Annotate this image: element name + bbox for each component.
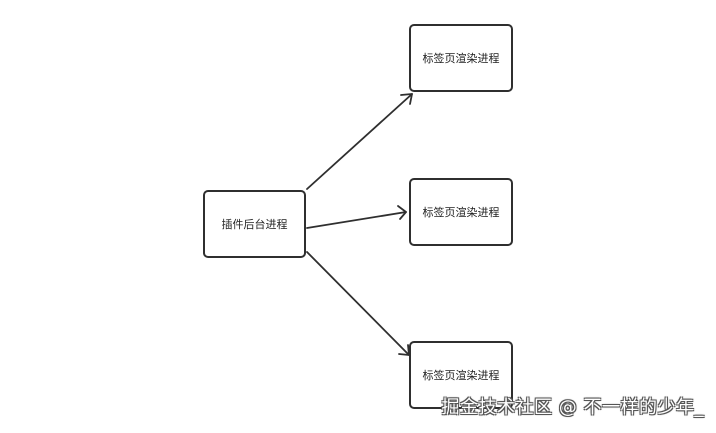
arrow-to-tab-1	[306, 93, 413, 190]
tab-render-process-node-1: 标签页渲染进程	[409, 24, 513, 92]
arrowhead-tab-2	[397, 205, 407, 220]
tab-render-process-node-3: 标签页渲染进程	[409, 341, 513, 409]
arrow-to-tab-2	[306, 211, 407, 229]
node-label: 插件后台进程	[221, 218, 288, 231]
node-label: 标签页渲染进程	[422, 52, 500, 65]
arrow-to-tab-3	[306, 251, 410, 356]
node-label: 标签页渲染进程	[422, 206, 500, 219]
plugin-background-process-node: 插件后台进程	[203, 190, 306, 258]
watermark-text: 掘金技术社区 @ 不一样的少年_	[441, 397, 704, 418]
node-label: 标签页渲染进程	[422, 369, 500, 382]
arrowhead-tab-1	[400, 93, 413, 105]
tab-render-process-node-2: 标签页渲染进程	[409, 178, 513, 246]
